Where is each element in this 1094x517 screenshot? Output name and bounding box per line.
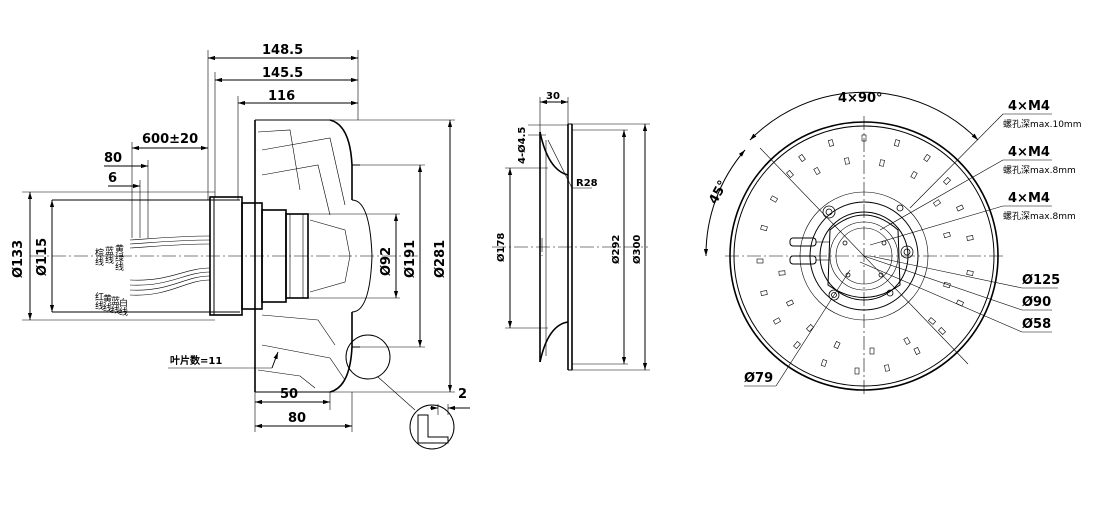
wire-label-white: 白线 bbox=[117, 297, 128, 316]
dim-dia-178: Ø178 bbox=[495, 233, 507, 262]
dim-dia-281: Ø281 bbox=[433, 240, 448, 278]
dim-4x90: 4×90° bbox=[838, 91, 883, 106]
dim-145-5: 145.5 bbox=[262, 66, 303, 81]
section-view: 30 4-Ø4.5 R28 Ø178 Ø292 Ø300 bbox=[492, 91, 650, 371]
cable-bundle bbox=[129, 235, 211, 296]
dim-dia-90: Ø90 bbox=[1022, 295, 1051, 310]
callout-1-label: 4×M4 bbox=[1008, 99, 1050, 114]
dim-dia-79: Ø79 bbox=[744, 371, 773, 386]
dim-30: 30 bbox=[546, 91, 560, 102]
dim-116: 116 bbox=[268, 89, 295, 104]
callout-1-note: 螺孔深max.10mm bbox=[1003, 119, 1081, 130]
wire-labels-top: 棕线 bbox=[93, 247, 104, 266]
detail-magnified bbox=[409, 404, 455, 450]
motor-body bbox=[52, 196, 309, 316]
impeller-outline bbox=[254, 119, 373, 393]
dim-80-bottom: 80 bbox=[288, 411, 306, 426]
dim-holes: 4-Ø4.5 bbox=[516, 127, 528, 164]
front-view: 4×90° 45° 4×M4 螺孔深max.10mm 4×M4 螺孔深max.8… bbox=[703, 91, 1081, 396]
wire-label-blue-2: 蓝线 bbox=[109, 295, 120, 314]
wire-label-red: 红线 bbox=[93, 291, 104, 310]
dim-dia-191: Ø191 bbox=[403, 240, 418, 278]
callout-3-label: 4×M4 bbox=[1008, 191, 1050, 206]
wire-label-blue: 蓝线 bbox=[103, 245, 114, 264]
callout-2-label: 4×M4 bbox=[1008, 145, 1050, 160]
dim-dia-292: Ø292 bbox=[610, 235, 622, 264]
vent-slots bbox=[756, 134, 974, 375]
dim-50: 50 bbox=[280, 387, 298, 402]
dim-dia-115: Ø115 bbox=[35, 238, 50, 276]
side-view: 棕线 蓝线 黄绿线 红线 黄线 蓝线 白线 148.5 145.5 116 60… bbox=[11, 43, 470, 450]
callout-3-note: 螺孔深max.8mm bbox=[1003, 211, 1076, 222]
dim-dia-92: Ø92 bbox=[379, 247, 394, 276]
dim-dia-300: Ø300 bbox=[631, 235, 643, 264]
wire-label-yellow: 黄线 bbox=[101, 293, 112, 312]
dim-2: 2 bbox=[458, 387, 467, 402]
dim-dia-58: Ø58 bbox=[1022, 317, 1051, 332]
wire-label-yellow-green: 黄绿线 bbox=[113, 243, 124, 271]
dim-dia-125: Ø125 bbox=[1022, 273, 1060, 288]
dim-dia-133: Ø133 bbox=[11, 240, 26, 278]
dim-r28: R28 bbox=[576, 178, 598, 189]
dim-80: 80 bbox=[104, 151, 122, 166]
callout-2-note: 螺孔深max.8mm bbox=[1003, 165, 1076, 176]
dim-cable-length: 600±20 bbox=[142, 132, 198, 147]
dim-148-5: 148.5 bbox=[262, 43, 303, 58]
dim-6: 6 bbox=[108, 171, 117, 186]
detail-circle bbox=[345, 334, 391, 380]
blade-count-label: 叶片数=11 bbox=[170, 354, 222, 367]
dim-45: 45° bbox=[706, 178, 731, 207]
